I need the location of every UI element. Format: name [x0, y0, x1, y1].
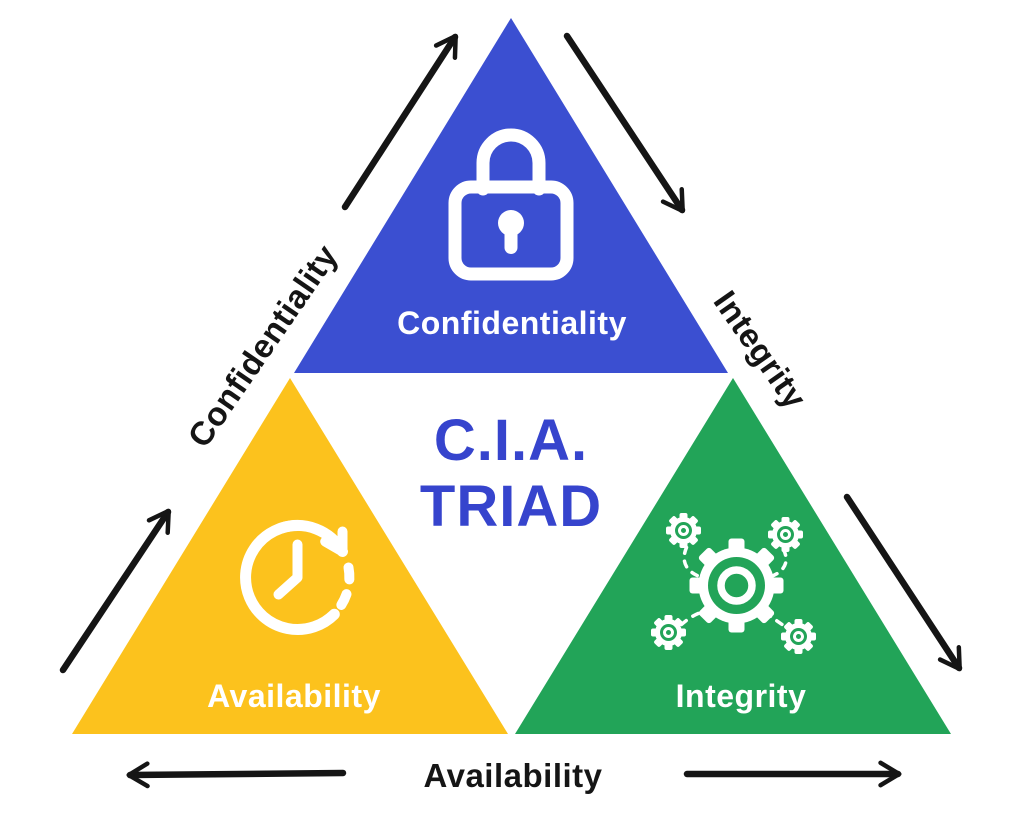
- title-line-2: TRIAD: [419, 474, 603, 539]
- clock-history-icon: [240, 520, 355, 635]
- lock-icon: [448, 128, 574, 281]
- big-gear: [689, 538, 784, 633]
- upper-left-up-arrow: [341, 33, 459, 211]
- lower-right-down-arrow: [843, 493, 963, 672]
- bottom-left-arrow: [126, 761, 347, 789]
- small-gears: [651, 513, 816, 654]
- center-title: C.I.A. TRIAD: [361, 408, 661, 540]
- gears-icon: [651, 513, 816, 654]
- upper-right-down-arrow: [563, 32, 686, 214]
- title-line-1: C.I.A.: [433, 408, 589, 473]
- bottom-edge-label: Availability: [423, 757, 603, 794]
- availability-section-label: Availability: [207, 678, 381, 714]
- integrity-section-label: Integrity: [675, 678, 807, 714]
- confidentiality-section-label: Confidentiality: [397, 305, 627, 341]
- lower-left-up-arrow: [59, 508, 172, 674]
